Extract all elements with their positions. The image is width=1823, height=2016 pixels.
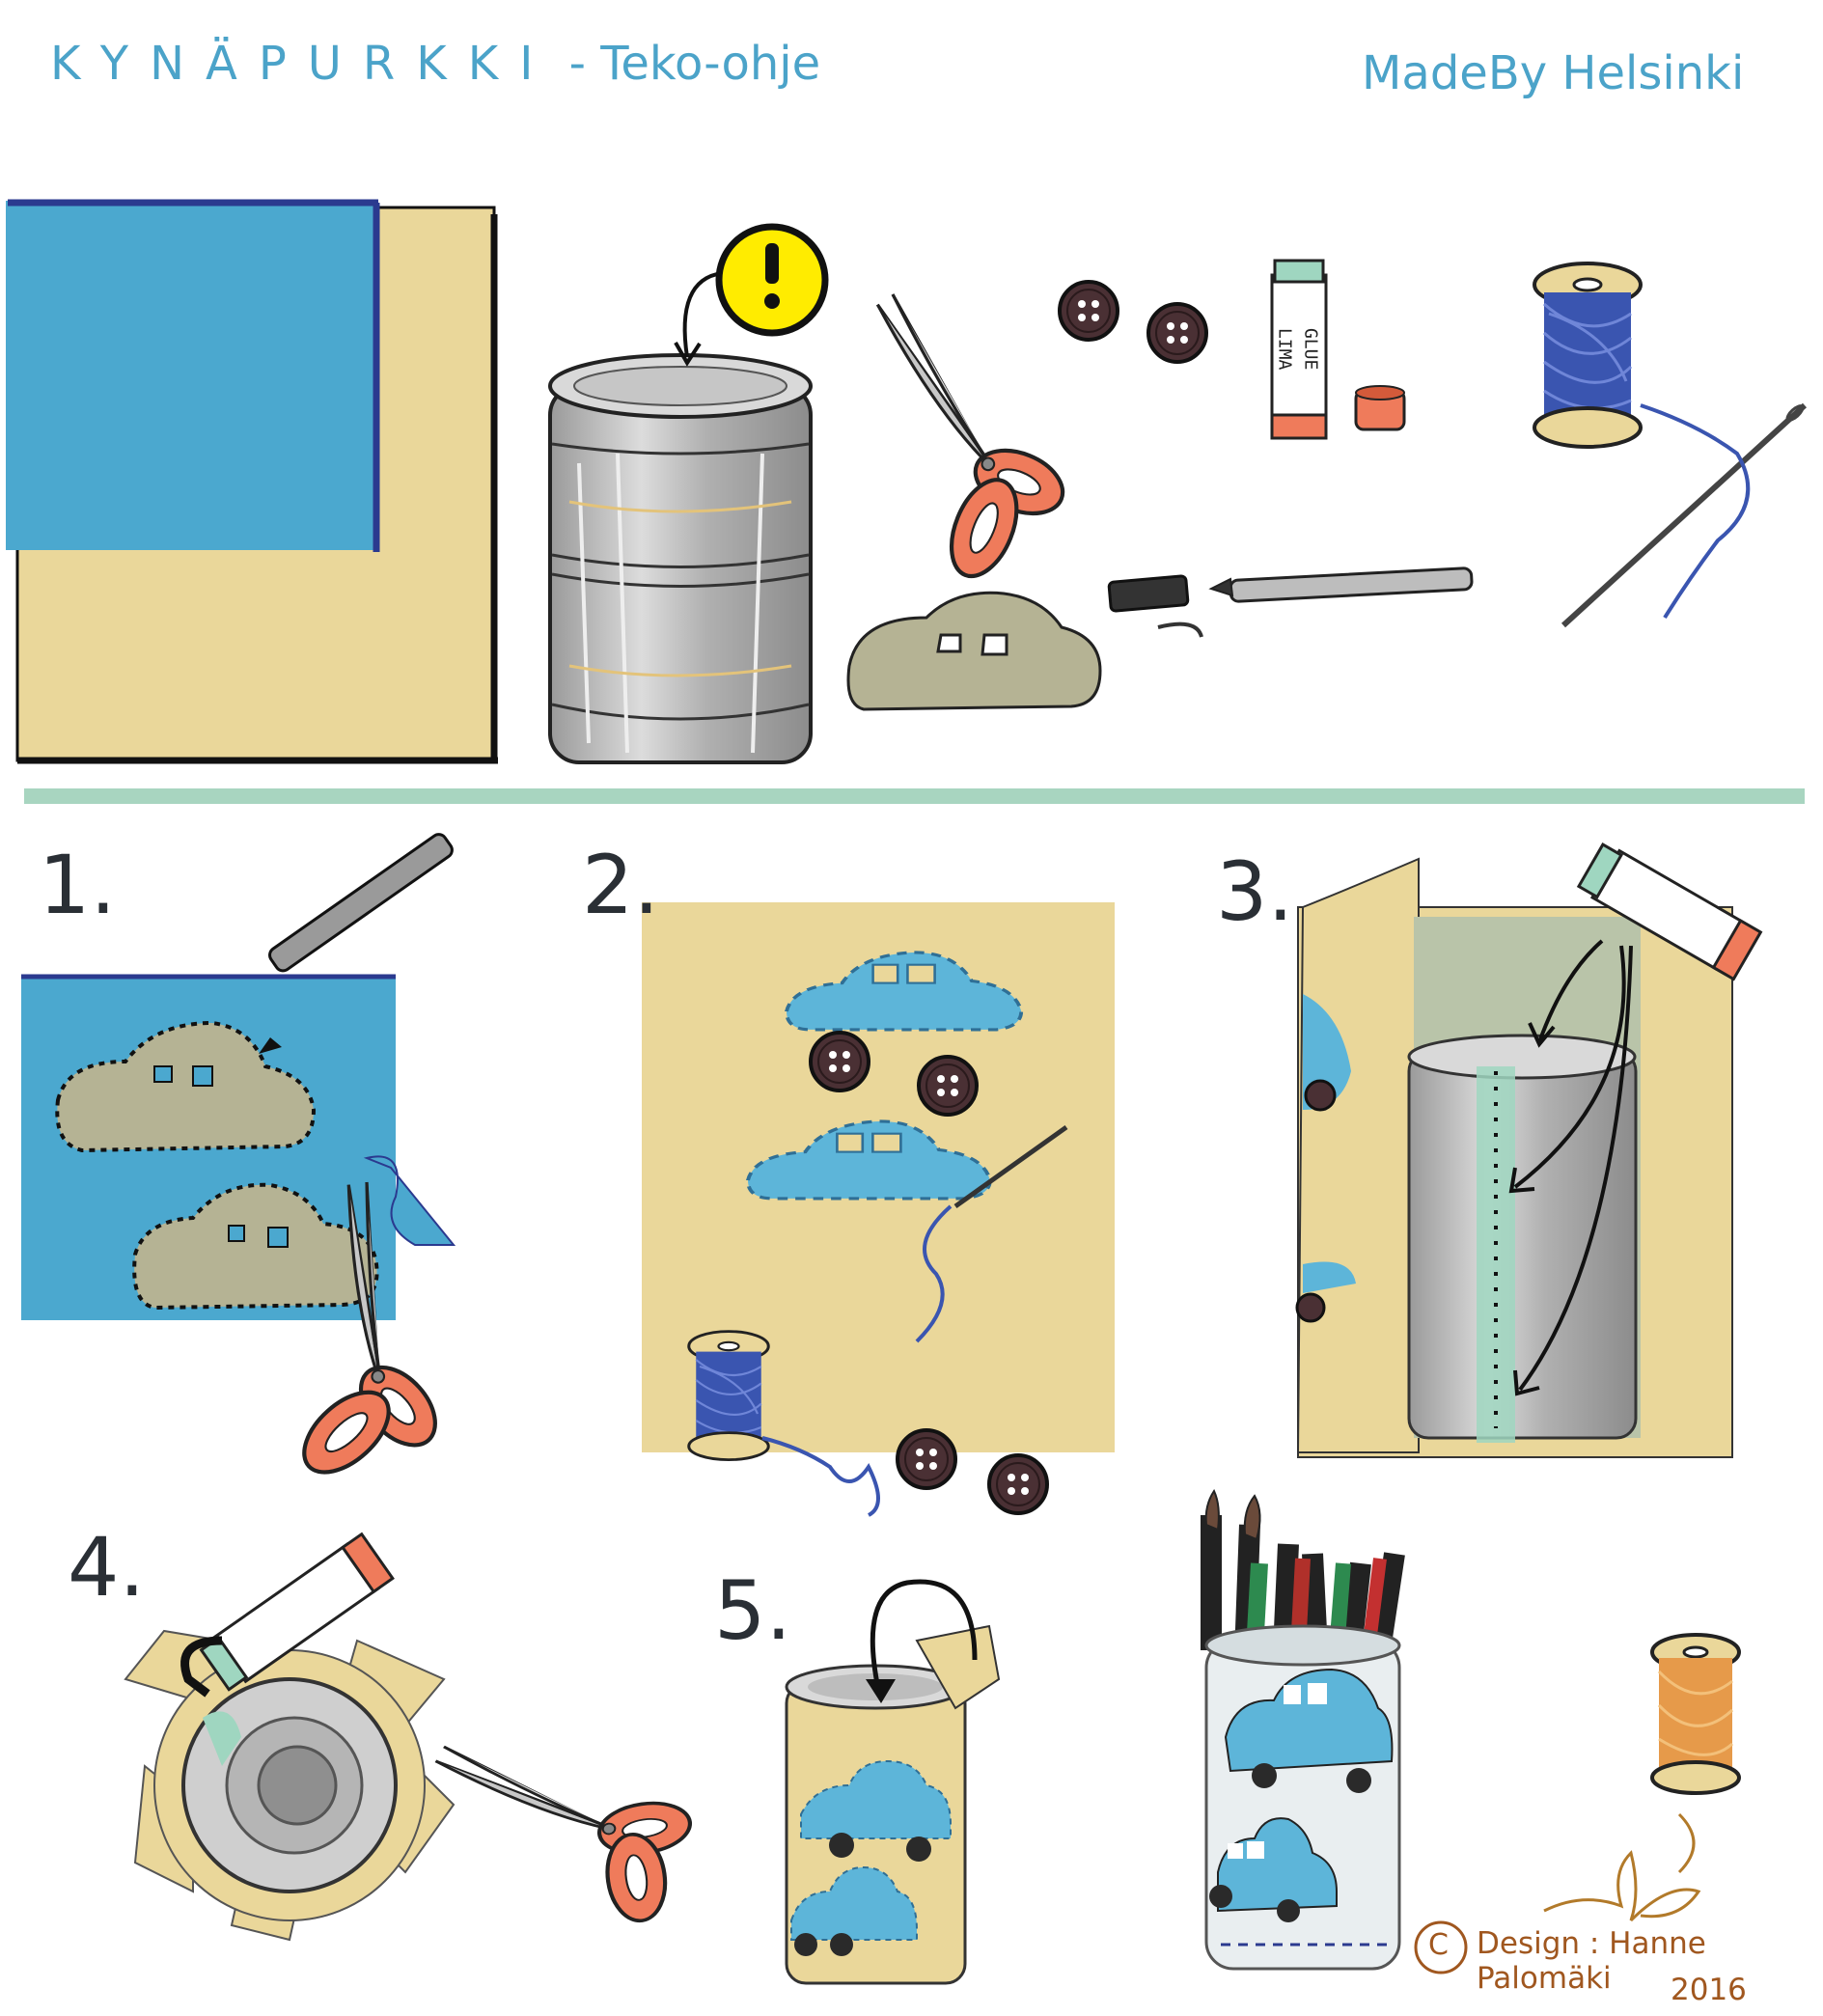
glue-stick-icon (1576, 842, 1763, 981)
thread-spool-icon (687, 1330, 770, 1462)
button-icon (1146, 302, 1208, 364)
page-title: KYNÄPURKKI - Teko-ohje (50, 37, 820, 91)
button-icon (896, 1428, 957, 1490)
step3-wrapped-can (1295, 857, 1733, 1458)
blue-paper-sheet (6, 201, 376, 550)
design-credit: Design : Hanne Palomäki (1477, 1926, 1706, 1996)
design-year: 2016 (1671, 1973, 1747, 2007)
step5-wrapped-can (785, 1624, 1001, 1985)
glue-stick-icon: LIMA GLUE (1270, 259, 1406, 440)
section-divider (24, 788, 1805, 804)
arrow-icon (866, 1579, 978, 1703)
step-number: 4. (68, 1520, 146, 1615)
scissors-icon (434, 1714, 703, 1946)
button-icon (809, 1031, 870, 1092)
tin-can-icon (548, 353, 813, 764)
thread-spool-icon (1533, 262, 1643, 449)
warning-icon (674, 223, 829, 367)
glue-label-left: LIMA (1275, 328, 1295, 371)
button-icon (917, 1055, 979, 1117)
finished-pen-holder (1201, 1488, 1405, 1971)
marker-pen-icon (1107, 566, 1474, 638)
step-number: 3. (1216, 844, 1294, 939)
copyright-circle (1414, 1920, 1468, 1975)
car-template-shape (846, 591, 1102, 711)
arrow-icon (180, 1636, 223, 1698)
step4-can-bottom (124, 1629, 456, 1942)
needle-icon (915, 1124, 1068, 1343)
scissors-icon (796, 290, 1109, 597)
title-main: KYNÄPURKKI (50, 37, 555, 91)
signature-mark (1543, 1812, 1701, 1922)
step-number: 2. (582, 838, 660, 932)
step-number: 5. (714, 1563, 792, 1658)
button-icon (1058, 280, 1119, 342)
glue-stick-icon (199, 1532, 395, 1692)
title-subtitle: - Teko-ohje (554, 37, 821, 91)
step-number: 1. (39, 838, 117, 932)
glue-label-right: GLUE (1301, 328, 1321, 370)
step1-traced-template (55, 1020, 317, 1153)
step1-cut-template (132, 1182, 379, 1311)
arrow-icon (1508, 939, 1633, 1396)
button-icon (987, 1453, 1049, 1515)
marker-pen-icon (259, 833, 454, 1054)
copyright-symbol: C (1428, 1928, 1449, 1962)
thread-spool-icon (1650, 1633, 1741, 1795)
brand-name: MadeBy Helsinki (1362, 46, 1745, 100)
needle-icon (1561, 402, 1808, 628)
